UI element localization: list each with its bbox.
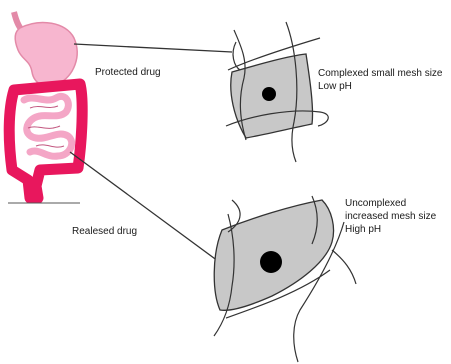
large-mesh-gel <box>214 196 356 362</box>
stomach <box>15 23 77 87</box>
connector-released <box>70 152 222 264</box>
drug-particle-small <box>262 87 276 101</box>
polymer-chain-9 <box>332 250 356 284</box>
drug-particle-large <box>260 251 282 273</box>
small-mesh-gel <box>226 22 328 162</box>
digestive-system <box>8 12 82 203</box>
connector-protected <box>74 44 232 52</box>
small-intestine <box>24 96 72 156</box>
released-drug-label: Realesed drug <box>72 225 137 238</box>
protected-drug-label: Protected drug <box>95 66 161 79</box>
large-mesh-label: Uncomplexed increased mesh size High pH <box>345 197 449 236</box>
small-mesh-label: Complexed small mesh size Low pH <box>318 67 446 93</box>
